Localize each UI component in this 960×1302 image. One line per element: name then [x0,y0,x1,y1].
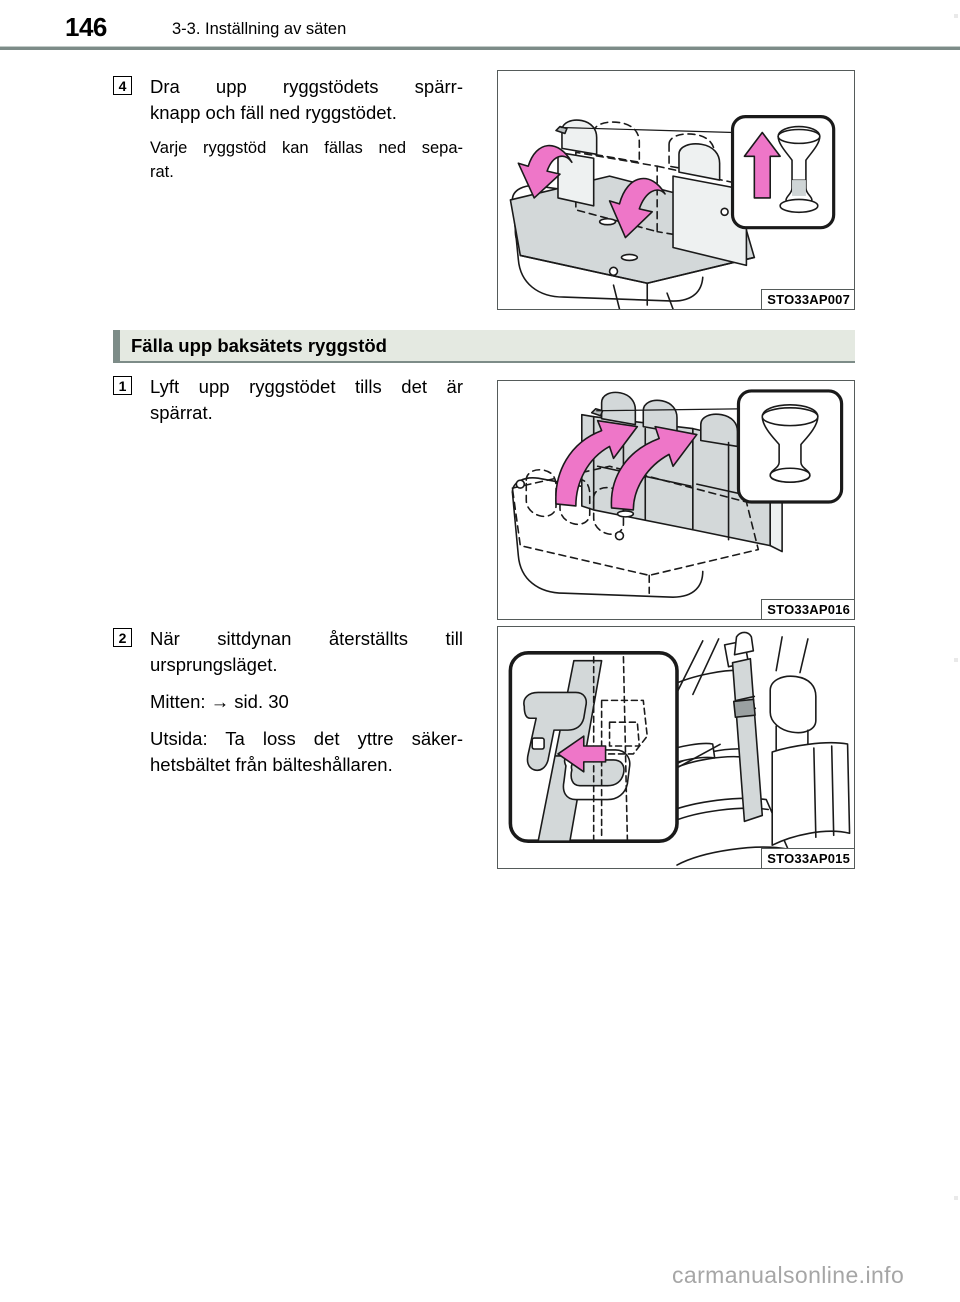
page-title: 3-3. Inställning av säten [172,20,347,38]
step-2-line-1: När sittdynan återställts till [150,628,463,649]
step-1-line-1: Lyft upp ryggstödet tills det är [150,376,463,397]
step-1-line-2: spärrat. [150,402,213,423]
step-2-outer-line-1: Utsida: Ta loss det yttre säker- [150,728,463,749]
step-2-outer-line-2: hetsbältet från bälteshållaren. [150,754,393,775]
watermark: carmanualsonline.info [672,1262,905,1288]
step-2-reference: Mitten: → sid. 30 [150,691,289,712]
crop-mark-top [954,14,958,18]
step-4-line-2: knapp och fäll ned ryggstödet. [150,102,397,123]
crop-mark-bottom [954,1196,958,1200]
figure-2-artwork [511,389,844,598]
section-accent-bar [113,330,120,361]
figure-2-caption: STO33AP016 [761,599,854,619]
step-number-2: 2 [113,628,132,647]
figure-1-caption: STO33AP007 [761,289,854,309]
header-rule [0,46,960,50]
figure-seatback-fold-down: STO33AP007 [497,70,855,310]
step-4-text: Dra upp ryggstödets spärr- knapp och fäl… [150,74,463,126]
step-2-text: När sittdynan återställts till ursprungs… [150,626,463,678]
page-number: 146 [65,12,107,42]
figure-3-caption: STO33AP015 [761,848,854,868]
crop-mark-middle [954,658,958,662]
section-heading-label: Fälla upp baksätets ryggstöd [131,335,387,356]
step-2-outer-note: Utsida: Ta loss det yttre säker- hetsbäl… [150,726,463,778]
figure-1-artwork [509,115,836,309]
step-number-4: 4 [113,76,132,95]
step-block-2: 2 När sittdynan återställts till ursprun… [113,626,463,778]
step-number-1: 1 [113,376,132,395]
step-block-4: 4 Dra upp ryggstödets spärr- knapp och f… [113,74,463,184]
step-4-note-line-1: Varje ryggstöd kan fällas ned sepa- [150,139,463,157]
step-block-1: 1 Lyft upp ryggstödet tills det är spärr… [113,374,463,426]
figure-seatbelt-detach: STO33AP015 [497,626,855,869]
figure-seatback-raise: STO33AP016 [497,380,855,620]
step-1-text: Lyft upp ryggstödet tills det är spärrat… [150,374,463,426]
step-2-line-2: ursprungsläget. [150,654,278,675]
figure-3-artwork [508,631,851,866]
page-header: 146 3-3. Inställning av säten [0,0,960,52]
step-4-note-line-2: rat. [150,163,174,181]
step-4-line-1: Dra upp ryggstödets spärr- [150,76,463,97]
section-heading-band: Fälla upp baksätets ryggstöd [113,330,855,363]
step-4-note: Varje ryggstöd kan fällas ned sepa- rat. [150,136,463,184]
